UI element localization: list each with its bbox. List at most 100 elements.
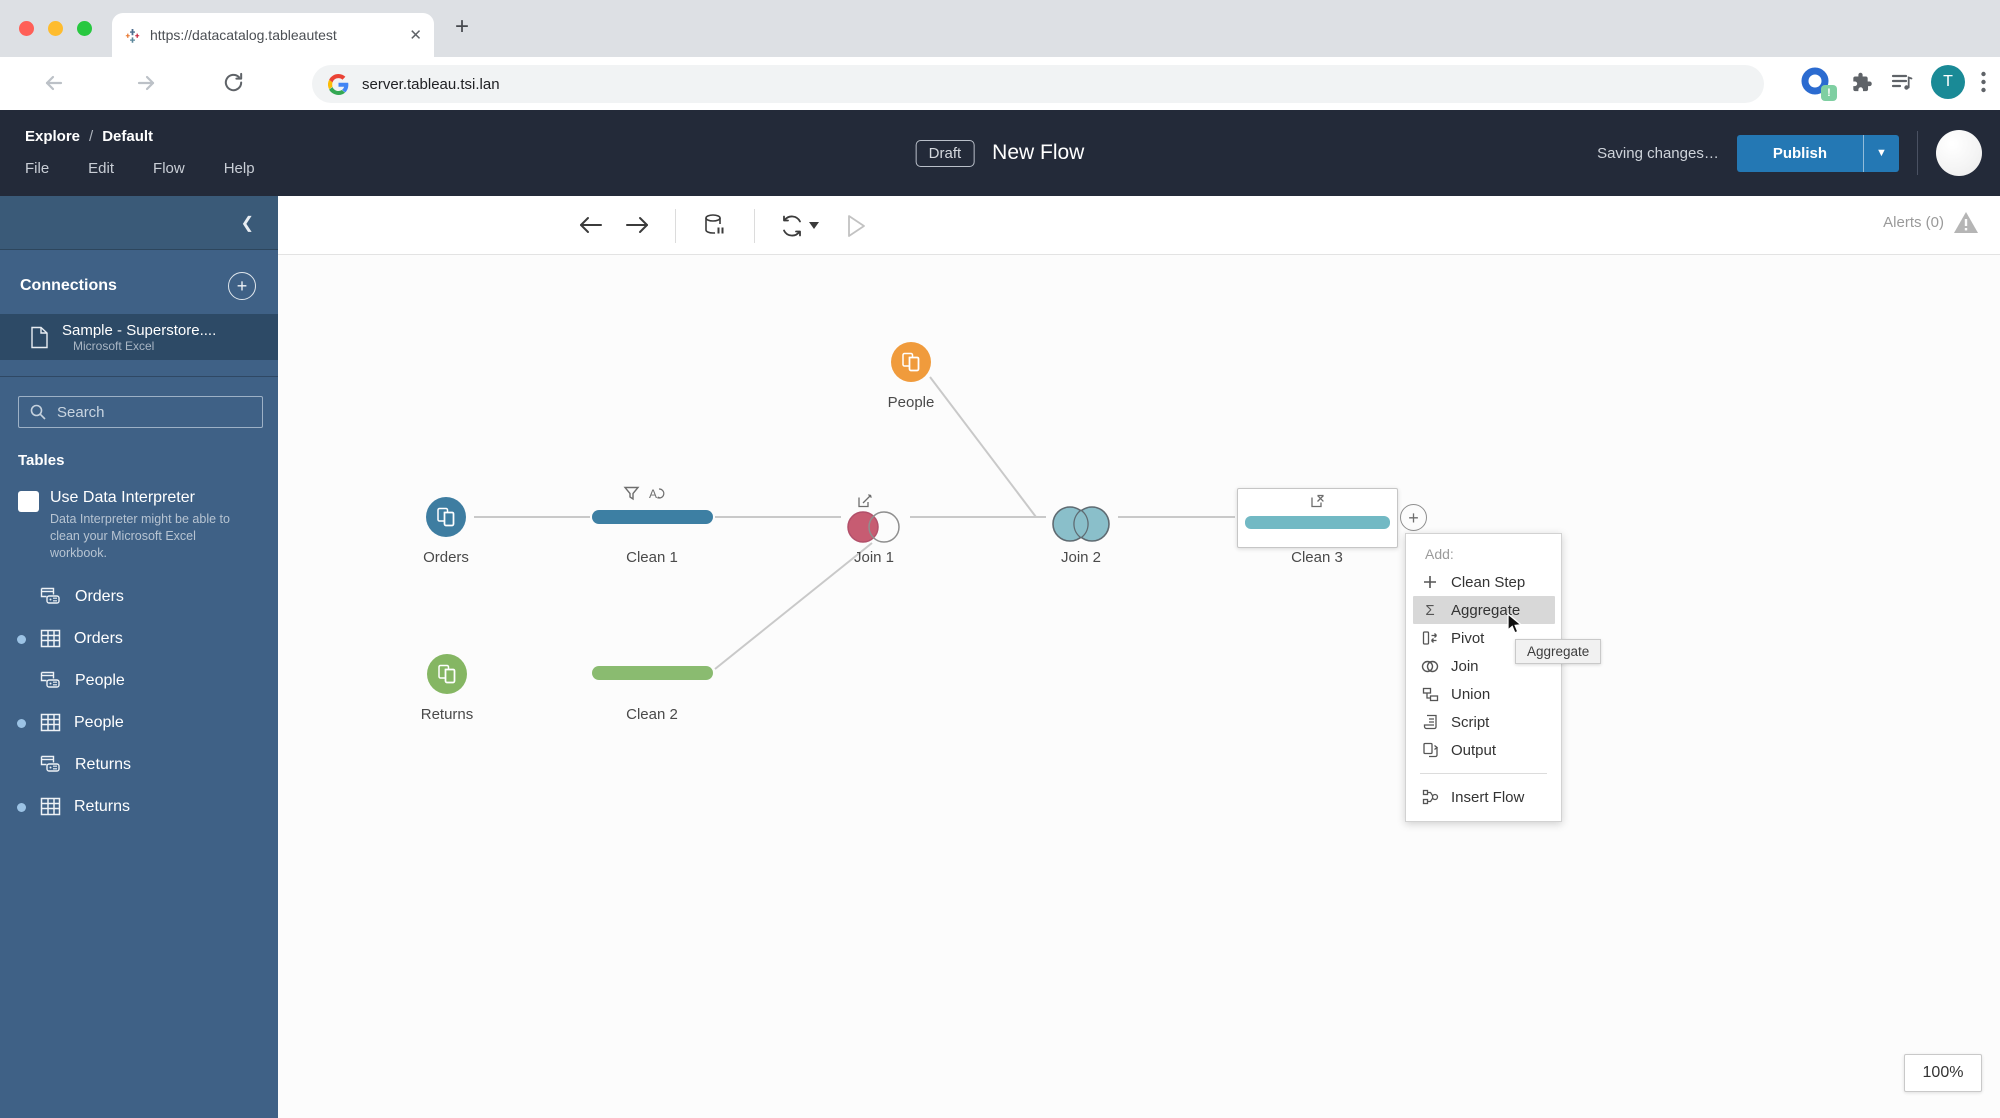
- menu-item-aggregate[interactable]: Σ Aggregate: [1413, 596, 1555, 624]
- clean1-change-badges: A: [623, 485, 666, 502]
- search-icon: [29, 403, 47, 421]
- header-right: Saving changes… Publish ▼: [1597, 110, 1982, 196]
- browser-forward-icon[interactable]: [134, 71, 158, 95]
- node-people[interactable]: [891, 342, 931, 382]
- join1-edit-badge: [857, 493, 873, 509]
- node-returns[interactable]: [427, 654, 467, 694]
- add-step-button[interactable]: +: [1400, 504, 1427, 531]
- menu-flow[interactable]: Flow: [153, 160, 185, 177]
- url-text: server.tableau.tsi.lan: [362, 75, 500, 93]
- close-window-button[interactable]: [19, 21, 34, 36]
- browser-reload-icon[interactable]: [222, 71, 245, 94]
- table-name: People: [75, 671, 125, 689]
- in-flow-dot: [17, 718, 26, 728]
- menu-item-join[interactable]: Join: [1406, 652, 1561, 680]
- breadcrumb: Explore / Default: [25, 128, 154, 145]
- menu-edit[interactable]: Edit: [88, 160, 115, 177]
- refresh-icon[interactable]: [779, 213, 805, 239]
- tab-close-icon[interactable]: ✕: [409, 27, 422, 44]
- mouse-cursor: [1506, 613, 1526, 635]
- node-orders[interactable]: [426, 497, 466, 537]
- node-label-join1: Join 1: [853, 549, 895, 566]
- menu-file[interactable]: File: [25, 160, 50, 177]
- input-table-icon: [438, 664, 456, 684]
- browser-profile-avatar[interactable]: T: [1931, 65, 1965, 99]
- in-flow-dot: [17, 802, 26, 812]
- menu-item-clean-step[interactable]: Clean Step: [1406, 568, 1561, 596]
- flow-title[interactable]: New Flow: [992, 141, 1085, 164]
- table-row-orders-sheet[interactable]: Orders: [0, 576, 278, 618]
- pause-data-updates-icon[interactable]: [702, 213, 727, 238]
- rename-icon: A: [649, 487, 665, 501]
- search-input[interactable]: [18, 396, 263, 428]
- menu-item-insert-flow[interactable]: Insert Flow: [1406, 783, 1561, 811]
- app-header: Explore / Default File Edit Flow Help Dr…: [0, 110, 2000, 196]
- table-row-returns[interactable]: Returns: [0, 786, 278, 828]
- add-connection-button[interactable]: +: [228, 272, 256, 300]
- app-menubar: File Edit Flow Help: [25, 160, 255, 177]
- breadcrumb-default[interactable]: Default: [102, 128, 154, 145]
- connection-item[interactable]: Sample - Superstore.... Microsoft Excel: [0, 314, 278, 360]
- publish-button[interactable]: Publish ▼: [1736, 134, 1899, 172]
- data-interpreter-description: Data Interpreter might be able to clean …: [50, 512, 230, 560]
- undo-icon[interactable]: [577, 211, 605, 239]
- flow-title-group: Draft New Flow: [915, 110, 1085, 196]
- flow-connectors: [474, 376, 1235, 670]
- menu-item-output[interactable]: Output: [1406, 736, 1561, 764]
- zoom-level-indicator[interactable]: 100%: [1904, 1054, 1982, 1092]
- collapse-sidebar-icon[interactable]: ❮: [240, 215, 254, 232]
- node-clean2[interactable]: [592, 666, 713, 680]
- data-interpreter-label[interactable]: Use Data Interpreter: [50, 489, 195, 506]
- toolbar-divider: [754, 209, 755, 243]
- aggregate-tooltip: Aggregate: [1515, 639, 1602, 664]
- browser-toolbar-right: ! T: [1799, 65, 1986, 101]
- menu-item-pivot[interactable]: Pivot: [1406, 624, 1561, 652]
- catalog-extension-icon[interactable]: !: [1799, 65, 1837, 101]
- redo-icon[interactable]: [623, 211, 651, 239]
- menu-item-script[interactable]: Script: [1406, 708, 1561, 736]
- publish-label[interactable]: Publish: [1772, 144, 1827, 162]
- table-row-people-sheet[interactable]: People: [0, 660, 278, 702]
- new-tab-button[interactable]: +: [455, 13, 470, 40]
- browser-back-icon[interactable]: [42, 71, 66, 95]
- url-field[interactable]: server.tableau.tsi.lan: [312, 65, 1764, 103]
- sheet-icon: [40, 671, 62, 691]
- table-row-people[interactable]: People: [0, 702, 278, 744]
- browser-tab-strip: https://datacatalog.tableautest ✕ +: [0, 0, 2000, 57]
- connections-title: Connections: [20, 277, 117, 294]
- data-interpreter-checkbox[interactable]: [18, 491, 39, 512]
- table-name: Orders: [75, 587, 124, 605]
- context-menu-divider: [1420, 773, 1547, 774]
- flow-canvas[interactable]: People Orders A Clean 1: [278, 255, 2000, 1118]
- alerts-button[interactable]: Alerts (0): [1883, 212, 1978, 233]
- tab-title: https://datacatalog.tableautest: [150, 27, 337, 43]
- plus-icon: [1420, 575, 1440, 589]
- node-join2[interactable]: [1049, 505, 1113, 543]
- publish-dropdown-caret[interactable]: ▼: [1863, 134, 1899, 172]
- refresh-dropdown-caret[interactable]: [809, 222, 819, 229]
- breadcrumb-explore[interactable]: Explore: [25, 128, 81, 145]
- menu-item-union[interactable]: Union: [1406, 680, 1561, 708]
- node-join1[interactable]: [844, 509, 904, 545]
- maximize-window-button[interactable]: [77, 21, 92, 36]
- node-clean3-selected[interactable]: [1237, 488, 1398, 548]
- menu-help[interactable]: Help: [223, 160, 255, 177]
- saving-status: Saving changes…: [1597, 144, 1719, 162]
- header-divider: [1917, 131, 1918, 175]
- node-clean1[interactable]: [592, 510, 713, 524]
- browser-menu-icon[interactable]: [1981, 71, 1986, 93]
- media-controls-icon[interactable]: [1889, 69, 1915, 95]
- table-row-returns-sheet[interactable]: Returns: [0, 744, 278, 786]
- user-avatar[interactable]: [1936, 130, 1982, 176]
- add-step-context-menu: Add: Clean Step Σ Aggregate Pivot: [1405, 533, 1562, 822]
- browser-tab[interactable]: https://datacatalog.tableautest ✕: [112, 13, 434, 57]
- extensions-puzzle-icon[interactable]: [1849, 70, 1873, 94]
- table-icon: [40, 797, 61, 816]
- svg-text:A: A: [649, 487, 657, 501]
- minimize-window-button[interactable]: [48, 21, 63, 36]
- table-name: Returns: [75, 755, 132, 773]
- file-icon: [30, 326, 49, 349]
- input-table-icon: [437, 507, 455, 527]
- table-row-orders[interactable]: Orders: [0, 618, 278, 660]
- node-label-clean2: Clean 2: [626, 706, 678, 723]
